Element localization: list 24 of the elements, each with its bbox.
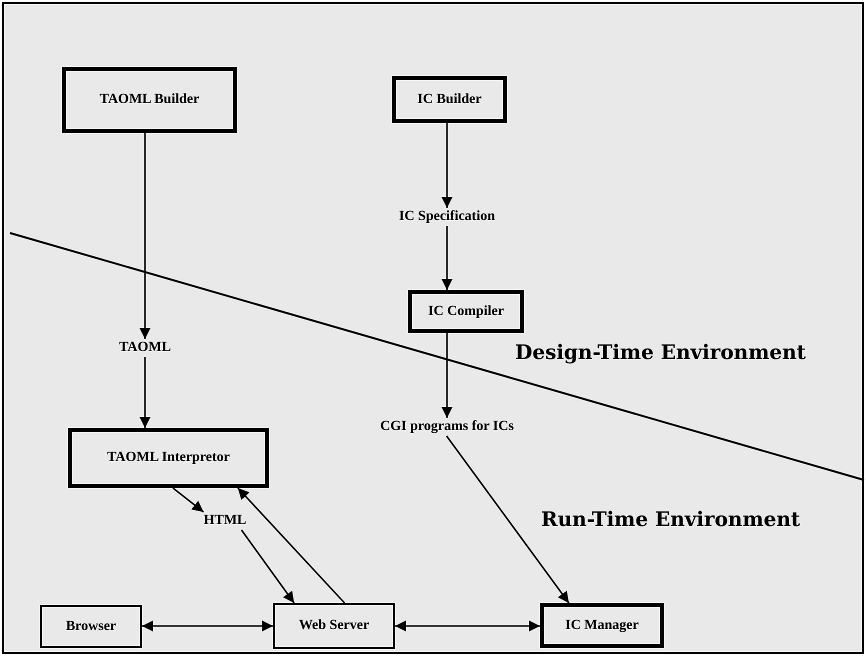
process-box: TAOML Builder — [62, 67, 237, 133]
arrow — [172, 487, 204, 513]
arrow — [441, 333, 453, 418]
process-box: IC Compiler — [408, 290, 524, 333]
region-label: Run-Time Environment — [541, 507, 800, 531]
arrow — [237, 487, 346, 604]
flow-label: IC Specification — [396, 208, 498, 226]
process-box: Browser — [40, 605, 142, 648]
flow-label: CGI programs for ICs — [378, 418, 516, 436]
flow-label: HTML — [202, 512, 248, 530]
process-box: IC Builder — [392, 76, 507, 123]
process-box: IC Manager — [540, 603, 664, 648]
arrow — [240, 530, 295, 604]
region-label: Design-Time Environment — [515, 340, 806, 364]
process-box: Web Server — [273, 603, 395, 649]
arrow — [446, 436, 570, 604]
flow-label: TAOML — [117, 339, 173, 357]
arrow — [441, 226, 453, 290]
arrow — [441, 123, 453, 208]
arrow — [139, 357, 151, 428]
arrow — [395, 620, 540, 632]
process-box: TAOML Interpretor — [68, 428, 269, 488]
arrow — [142, 620, 273, 632]
arrow — [139, 133, 151, 339]
